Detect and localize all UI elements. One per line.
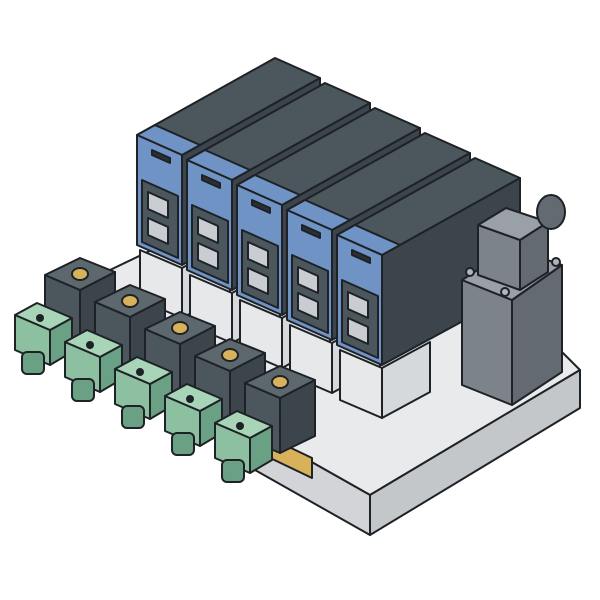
screw-icon <box>465 267 475 277</box>
cable-gland-icon <box>71 378 95 402</box>
nut-icon <box>221 348 239 362</box>
solenoid-valves <box>14 257 316 483</box>
nut-icon <box>121 294 139 308</box>
module-port-lower <box>297 292 319 320</box>
module-display-slot <box>251 199 271 214</box>
module-display-slot <box>151 149 171 164</box>
screw-icon <box>500 287 510 297</box>
screw-icon <box>186 395 194 403</box>
module-base-side <box>381 341 431 419</box>
screw-icon <box>86 341 94 349</box>
nut-icon <box>71 267 89 281</box>
nut-icon <box>271 375 289 389</box>
actuator-front <box>461 279 513 406</box>
screw-icon <box>136 368 144 376</box>
module-port-upper <box>347 291 369 319</box>
module-display-slot <box>351 249 371 264</box>
screw-icon <box>36 314 44 322</box>
solenoid-valve <box>214 365 316 483</box>
cable-gland-icon <box>221 459 245 483</box>
module-display-slot <box>301 224 321 239</box>
cable-gland-icon <box>121 405 145 429</box>
solenoid-valve <box>114 311 216 429</box>
actuator-unit <box>461 194 566 406</box>
module-display-slot <box>201 174 221 189</box>
module-port-lower <box>347 317 369 345</box>
module-port-upper <box>197 216 219 244</box>
module-port-upper <box>297 266 319 294</box>
module-port-upper <box>247 241 269 269</box>
module-port-lower <box>147 217 169 245</box>
screw-icon <box>236 422 244 430</box>
module-port-lower <box>247 267 269 295</box>
screw-icon <box>551 257 561 267</box>
plate-front-right-face <box>369 369 581 536</box>
nut-icon <box>171 321 189 335</box>
cable-gland-icon <box>171 432 195 456</box>
cable-gland-icon <box>21 351 45 375</box>
module-port-upper <box>147 191 169 219</box>
cable-gland-icon <box>536 194 566 230</box>
module-port-lower <box>197 242 219 270</box>
